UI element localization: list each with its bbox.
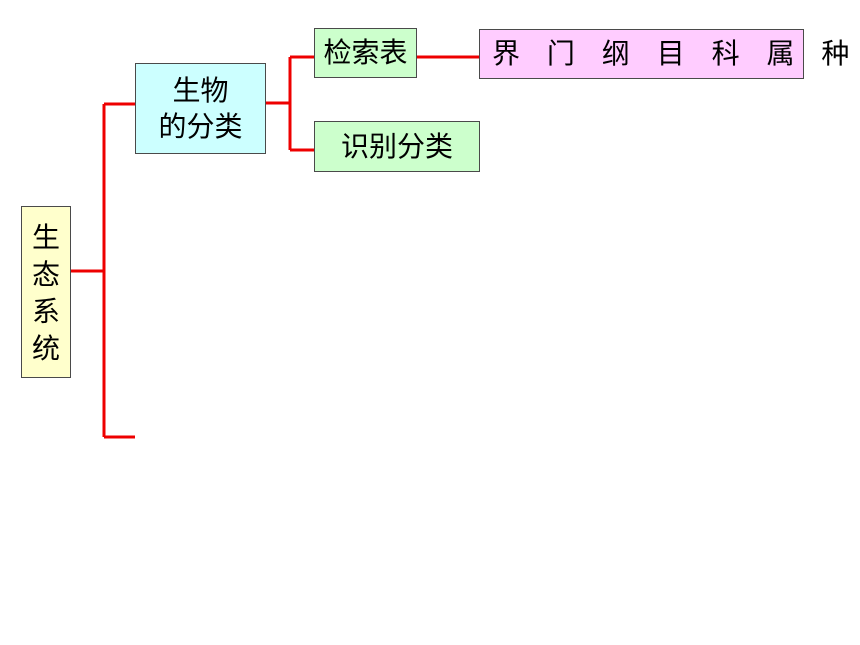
taxonomic-ranks-label: 界 门 纲 目 科 属 种 xyxy=(492,37,859,71)
taxonomic-ranks-node: 界 门 纲 目 科 属 种 xyxy=(479,29,849,79)
classification-line-2: 的分类 xyxy=(158,109,243,143)
identify-classify-node: 识别分类 xyxy=(314,121,480,172)
biological-classification-node: 生物 的分类 xyxy=(135,63,266,154)
ecosystem-node: 生 态 系 统 xyxy=(21,206,71,378)
identify-classify-label: 识别分类 xyxy=(340,129,453,163)
ecosystem-char-4: 统 xyxy=(31,332,60,365)
identification-key-label: 检索表 xyxy=(323,36,408,70)
classification-line-1: 生物 xyxy=(172,73,229,107)
ecosystem-char-1: 生 xyxy=(31,221,60,254)
identification-key-node: 检索表 xyxy=(314,28,417,78)
ecosystem-char-3: 系 xyxy=(31,295,60,328)
ecosystem-char-2: 态 xyxy=(31,258,60,291)
